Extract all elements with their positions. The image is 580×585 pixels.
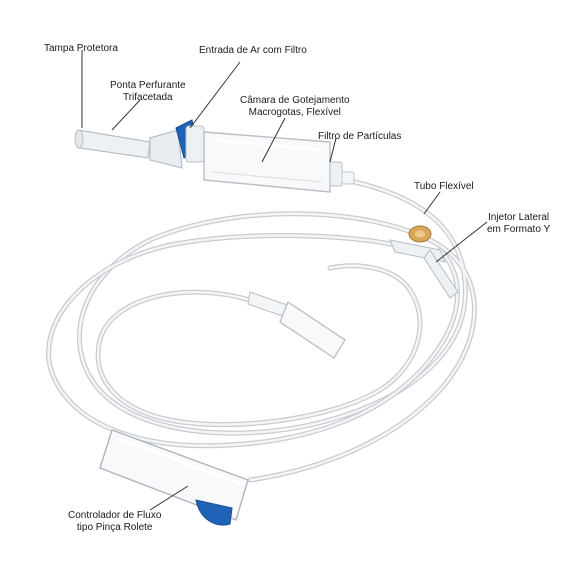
label-injetor-lateral: Injetor Lateral em Formato Y (487, 212, 550, 236)
leader-injetor (435, 221, 488, 263)
roller-clamp (99, 429, 249, 526)
drip-chamber (203, 131, 331, 193)
label-ponta-perfurante-line2: Trifacetada (122, 92, 173, 103)
label-tampa-protetora: Tampa Protetora (44, 43, 118, 54)
protective-cap (74, 129, 151, 159)
label-tubo-flexivel: Tubo Flexível (414, 181, 474, 192)
leader-tubo (423, 191, 441, 215)
leader-camara (261, 117, 286, 163)
leader-controlador (149, 485, 189, 511)
label-filtro-particulas: Filtro de Partículas (318, 131, 402, 142)
label-ponta-perfurante-line1: Ponta Perfurante (110, 80, 186, 91)
leader-filtro (329, 137, 337, 163)
air-vent-filter (175, 119, 205, 163)
spike (149, 129, 183, 169)
label-ponta-perfurante: Ponta Perfurante Trifacetada (110, 80, 186, 104)
label-entrada-de-ar: Entrada de Ar com Filtro (199, 45, 307, 56)
label-injetor-line1: Injetor Lateral (488, 212, 550, 223)
label-controlador-line1: Controlador de Fluxo (68, 510, 162, 521)
leader-lines (81, 50, 488, 511)
leader-ponta (111, 99, 141, 131)
flexible-tubing (46, 177, 477, 483)
label-injetor-line2: em Formato Y (487, 224, 551, 235)
label-camara-gotejamento: Câmara de Gotejamento Macrogotas, Flexív… (240, 95, 350, 119)
y-injector (389, 225, 459, 299)
leader-entrada (189, 61, 241, 129)
label-controlador-line2: tipo Pinça Rolete (76, 522, 153, 533)
particle-filter (329, 161, 355, 187)
luer-connector (247, 291, 346, 359)
label-camara-line1: Câmara de Gotejamento (240, 95, 350, 106)
label-camara-line2: Macrogotas, Flexível (248, 107, 341, 118)
label-controlador-fluxo: Controlador de Fluxo tipo Pinça Rolete (68, 510, 161, 534)
